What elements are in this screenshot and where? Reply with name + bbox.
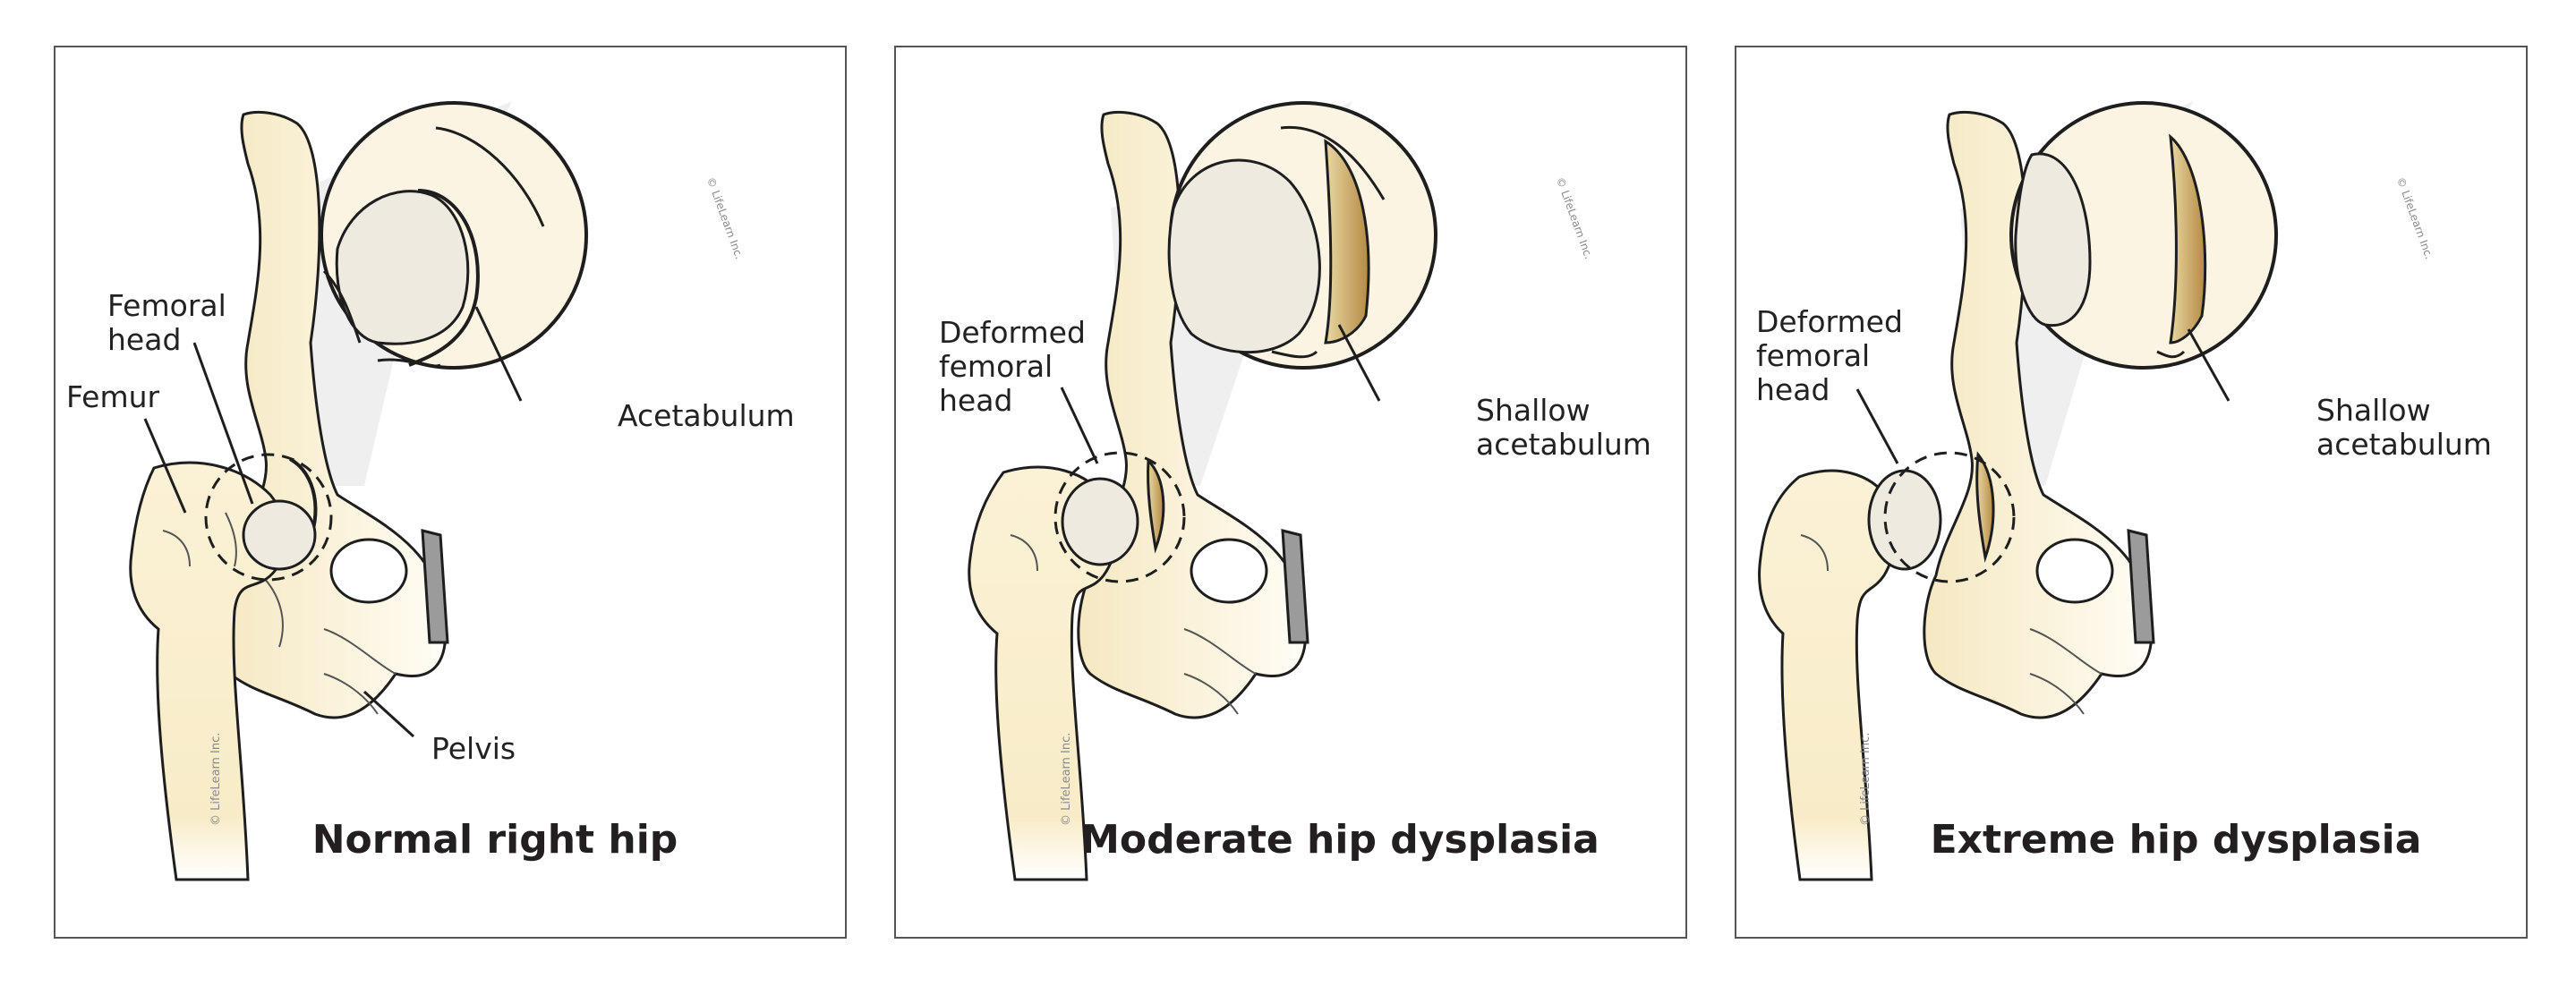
label-femoral-head: Femoral head [107,288,226,357]
label-deformed-femoral-head: Deformed femoral head [939,315,1086,418]
cartilage-plate [421,529,449,644]
label-femur: Femur [66,379,160,414]
copyright-text: © LifeLearn Inc. [209,732,223,826]
label-pelvis: Pelvis [431,731,516,766]
label-shallow-acetabulum: Shallow acetabulum [1476,393,1651,462]
copyright-text: © LifeLearn Inc. [1060,732,1073,826]
caption-moderate-dysplasia: Moderate hip dysplasia [1080,817,1599,863]
detail-indicator [204,453,333,582]
deformed-femoral-head [1867,469,1942,571]
zoom-detail [2009,101,2278,402]
zoom-detail [320,101,588,402]
shallow-acetabulum [1147,457,1165,554]
caption-extreme-dysplasia: Extreme hip dysplasia [1930,817,2422,863]
panel-normal-hip: Femoral head Femur Acetabulum Pelvis Nor… [54,46,847,939]
panel-moderate-dysplasia: Deformed femoral head Shallow acetabulum… [894,46,1687,939]
caption-normal-hip: Normal right hip [311,817,678,863]
copyright-text: © LifeLearn Inc. [1859,732,1872,826]
normal-hip-illustration [129,101,588,881]
obturator-foramen [329,538,408,604]
label-deformed-femoral-head: Deformed femoral head [1756,304,1903,407]
zoom-detail [1167,101,1437,402]
deformed-femoral-head [1061,477,1139,566]
moderate-dysplasia-illustration [968,101,1437,881]
femoral-head [242,499,317,571]
shallow-acetabulum [1975,451,1995,563]
label-acetabulum: Acetabulum [618,398,795,433]
extreme-dysplasia-illustration [1758,101,2278,881]
panel-extreme-dysplasia: Deformed femoral head Shallow acetabulum… [1735,46,2528,939]
label-shallow-acetabulum: Shallow acetabulum [2316,393,2492,462]
